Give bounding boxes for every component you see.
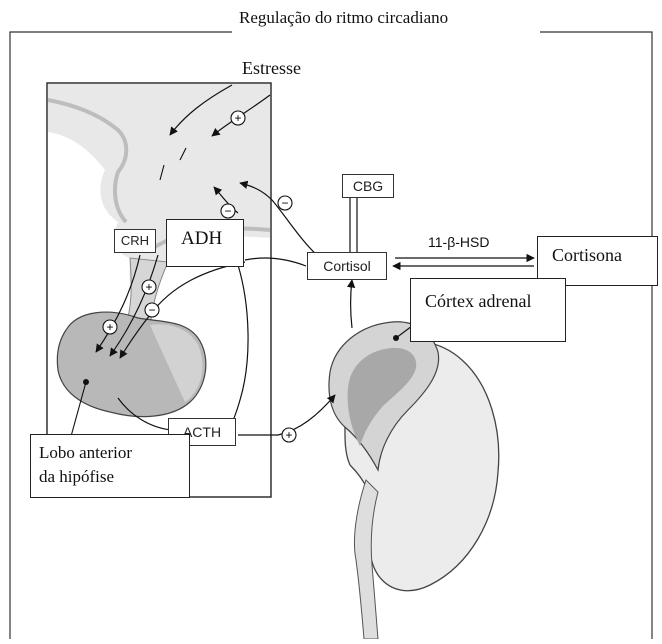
label-stress: Estresse (236, 58, 307, 79)
sign-minus-adh: − (221, 204, 235, 218)
label-adrenal-cortex: Córtex adrenal (410, 278, 566, 342)
sign-text: + (234, 111, 241, 125)
sign-text: + (106, 320, 113, 334)
sign-minus-pituitary: − (145, 303, 159, 317)
label-cortisol: Cortisol (307, 252, 387, 280)
label-adh: ADH (166, 219, 244, 267)
label-pituitary-line1: Lobo anterior (39, 441, 189, 465)
sign-plus-acth: + (282, 428, 296, 442)
sign-text: + (285, 428, 292, 442)
arrow-adrenal-cortisol (351, 280, 353, 328)
sign-text: + (145, 280, 152, 294)
sign-plus-pituitary: + (103, 320, 117, 334)
sign-plus-stress: + (231, 111, 245, 125)
diagram-title: Regulação do ritmo circadiano (239, 8, 448, 28)
sign-text: − (281, 196, 288, 210)
label-cbg: CBG (342, 174, 394, 198)
sign-plus-crh: + (142, 280, 156, 294)
sign-minus-hypothalamus: − (278, 196, 292, 210)
sign-text: − (224, 204, 231, 218)
label-crh: CRH (114, 229, 156, 253)
label-pituitary-line2: da hipófise (39, 465, 189, 489)
sign-text: − (148, 303, 155, 317)
label-enzyme: 11-β-HSD (428, 234, 489, 250)
label-pituitary: Lobo anterior da hipófise (30, 434, 190, 498)
